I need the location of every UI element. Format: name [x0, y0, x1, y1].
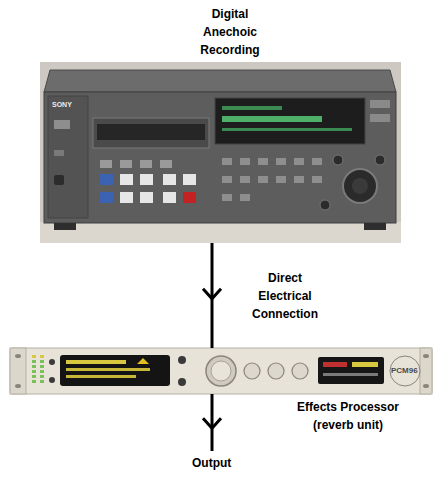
arrow-head	[203, 418, 221, 428]
connector-line	[211, 394, 214, 451]
reverb-unit-photo	[10, 348, 432, 394]
recorder-photo	[40, 62, 401, 243]
recorder-unit: Digital Anechoic Recording	[40, 62, 401, 243]
node-caption: Effects Processor (reverb unit)	[292, 398, 404, 434]
arrow-head	[203, 289, 221, 299]
connector	[203, 394, 221, 451]
output-text: Output	[192, 454, 231, 472]
connector	[203, 243, 221, 348]
connector-label: Direct Electrical Connection	[243, 269, 327, 323]
model-text: PCM96	[391, 366, 418, 376]
output-terminal: Output	[188, 451, 236, 473]
effects-unit: Effects Processor (reverb unit)	[10, 348, 432, 394]
node-heading: Digital Anechoic Recording	[190, 5, 270, 59]
brand-text: SONY	[52, 100, 72, 109]
